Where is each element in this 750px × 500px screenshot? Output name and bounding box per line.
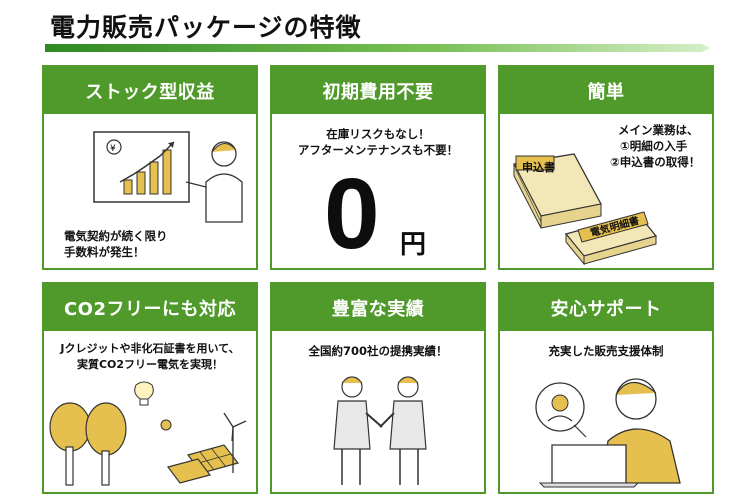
card-title: 簡単 xyxy=(500,67,712,114)
card-stock-revenue: ストック型収益 ¥ 電気契約が続く限り 手数料が発生！ xyxy=(42,65,258,270)
doc1-label: 申込書 xyxy=(522,161,555,174)
card-title: 安心サポート xyxy=(500,284,712,331)
card-support: 安心サポート 充実した販売支援体制 xyxy=(498,282,714,494)
card-text-line: 手数料が発生！ xyxy=(64,245,145,259)
card-text-line: メイン業務は、 xyxy=(618,123,699,137)
support-illustration xyxy=(535,378,681,488)
title-underline xyxy=(45,44,710,52)
handshake-illustration xyxy=(333,376,427,485)
svg-text:¥: ¥ xyxy=(110,144,116,154)
card-title: CO2フリーにも対応 xyxy=(44,284,256,331)
yen-unit: 円 xyxy=(400,230,427,260)
card-simple: 簡単 申込書 電気明細書 メイン業務は、 ①明細の入手 ②申込書の取得！ xyxy=(498,65,714,270)
card-text-line: Jクレジットや非化石証書を用いて、 xyxy=(60,342,240,355)
card-text-line: 全国約700社の提携実績！ xyxy=(308,344,448,358)
card-title: 豊富な実績 xyxy=(272,284,484,331)
page-title: 電力販売パッケージの特徴 xyxy=(50,13,362,42)
card-co2-free: CO2フリーにも対応 Jクレジットや非化石証書を用いて、 実質CO2フリー電気を… xyxy=(42,282,258,494)
card-text-line: アフターメンテナンスも不要！ xyxy=(297,143,459,157)
documents-illustration xyxy=(513,153,658,266)
card-text-line: ②申込書の取得！ xyxy=(610,155,701,169)
card-title: 初期費用不要 xyxy=(272,67,484,114)
card-no-initial-cost: 初期費用不要 在庫リスクもなし！ アフターメンテナンスも不要！ 0 円 xyxy=(270,65,486,270)
card-title: ストック型収益 xyxy=(44,67,256,114)
card-text-line: 電気契約が続く限り xyxy=(64,229,168,243)
card-text-line: 実質CO2フリー電気を実現！ xyxy=(76,358,224,371)
presenter-chart-illustration: ¥ xyxy=(93,131,243,223)
card-track-record: 豊富な実績 全国約700社の提携実績！ xyxy=(270,282,486,494)
card-text-line: ①明細の入手 xyxy=(620,139,688,153)
card-text-line: 在庫リスクもなし！ xyxy=(326,127,430,141)
zero-yen-number: 0 xyxy=(324,158,380,270)
card-text-line: 充実した販売支援体制 xyxy=(548,344,664,358)
eco-illustration xyxy=(49,381,247,486)
